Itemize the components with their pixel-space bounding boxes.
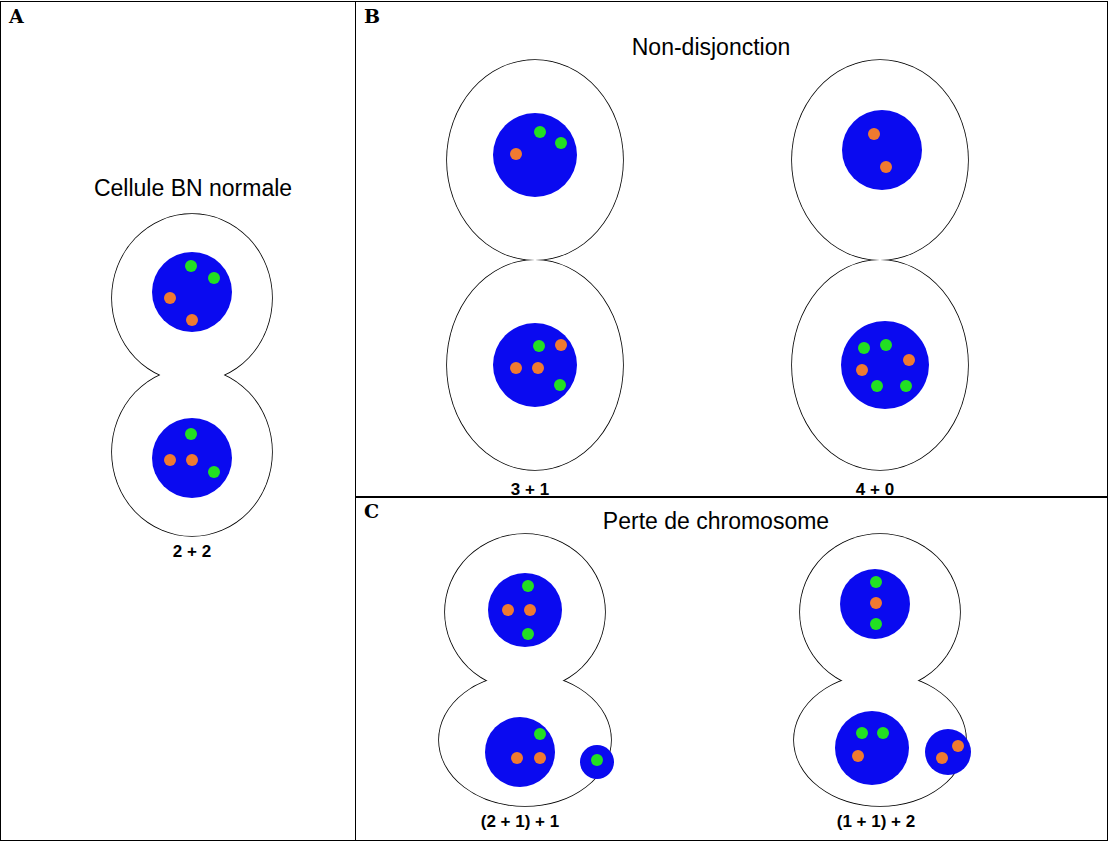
panel-title: Perte de chromosome xyxy=(603,508,829,535)
figure-panel: B Non-disjonction xyxy=(355,1,1108,498)
count-label: 3 + 1 xyxy=(511,480,549,500)
binucleated-cell xyxy=(112,214,272,536)
panel-letter: C xyxy=(364,500,379,522)
binucleated-cell-micronucleus xyxy=(794,534,971,806)
count-label: (1 + 1) + 2 xyxy=(837,812,915,832)
panel-letter: A xyxy=(9,5,24,27)
binucleated-cell xyxy=(447,60,623,470)
binucleated-cell-micronucleus xyxy=(439,534,614,806)
count-label: 4 + 0 xyxy=(856,480,894,500)
panel-title: Cellule BN normale xyxy=(94,175,292,202)
figure-panel: A Cellule BN normale xyxy=(0,1,356,841)
count-label: (2 + 1) + 1 xyxy=(481,812,559,832)
binucleated-cell xyxy=(792,60,968,470)
figure-panel: C Perte de chromosome xyxy=(355,496,1108,841)
panel-letter: B xyxy=(364,5,380,27)
panel-title: Non-disjonction xyxy=(632,34,791,61)
count-label: 2 + 2 xyxy=(173,542,211,562)
